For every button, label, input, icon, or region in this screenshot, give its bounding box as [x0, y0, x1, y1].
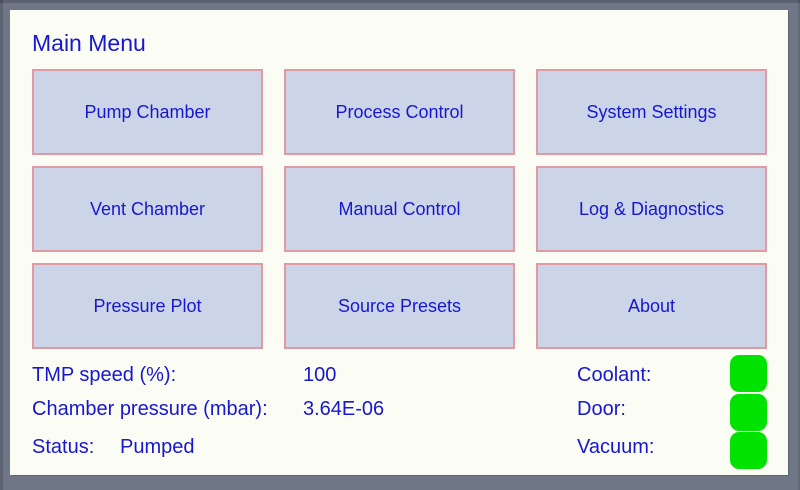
menu-button-system-settings[interactable]: System Settings: [536, 69, 767, 155]
tmp-speed-row: TMP speed (%): 100: [32, 362, 336, 388]
coolant-label: Coolant:: [577, 364, 652, 386]
vacuum-label: Vacuum:: [577, 436, 655, 458]
menu-button-vent-chamber[interactable]: Vent Chamber: [32, 166, 263, 252]
door-label: Door:: [577, 398, 626, 420]
menu-grid: Pump Chamber Process Control System Sett…: [32, 69, 767, 349]
tmp-speed-label: TMP speed (%):: [32, 364, 177, 386]
main-panel: Main Menu Pump Chamber Process Control S…: [10, 10, 788, 475]
chamber-pressure-row: Chamber pressure (mbar): 3.64E-06: [32, 396, 384, 422]
menu-button-pressure-plot[interactable]: Pressure Plot: [32, 263, 263, 349]
system-status-label: Status:: [32, 436, 95, 458]
chamber-pressure-label: Chamber pressure (mbar):: [32, 398, 268, 420]
vacuum-status-light: [730, 432, 767, 469]
system-status-row: Status: Pumped: [32, 434, 195, 460]
menu-button-manual-control[interactable]: Manual Control: [284, 166, 515, 252]
page-title: Main Menu: [32, 30, 146, 56]
door-status-light: [730, 394, 767, 431]
coolant-status-light: [730, 355, 767, 392]
menu-button-log-diagnostics[interactable]: Log & Diagnostics: [536, 166, 767, 252]
menu-button-about[interactable]: About: [536, 263, 767, 349]
menu-button-source-presets[interactable]: Source Presets: [284, 263, 515, 349]
tmp-speed-value: 100: [303, 364, 337, 386]
chamber-pressure-value: 3.64E-06: [303, 398, 385, 420]
menu-button-pump-chamber[interactable]: Pump Chamber: [32, 69, 263, 155]
menu-button-process-control[interactable]: Process Control: [284, 69, 515, 155]
system-status-value: Pumped: [120, 436, 195, 458]
